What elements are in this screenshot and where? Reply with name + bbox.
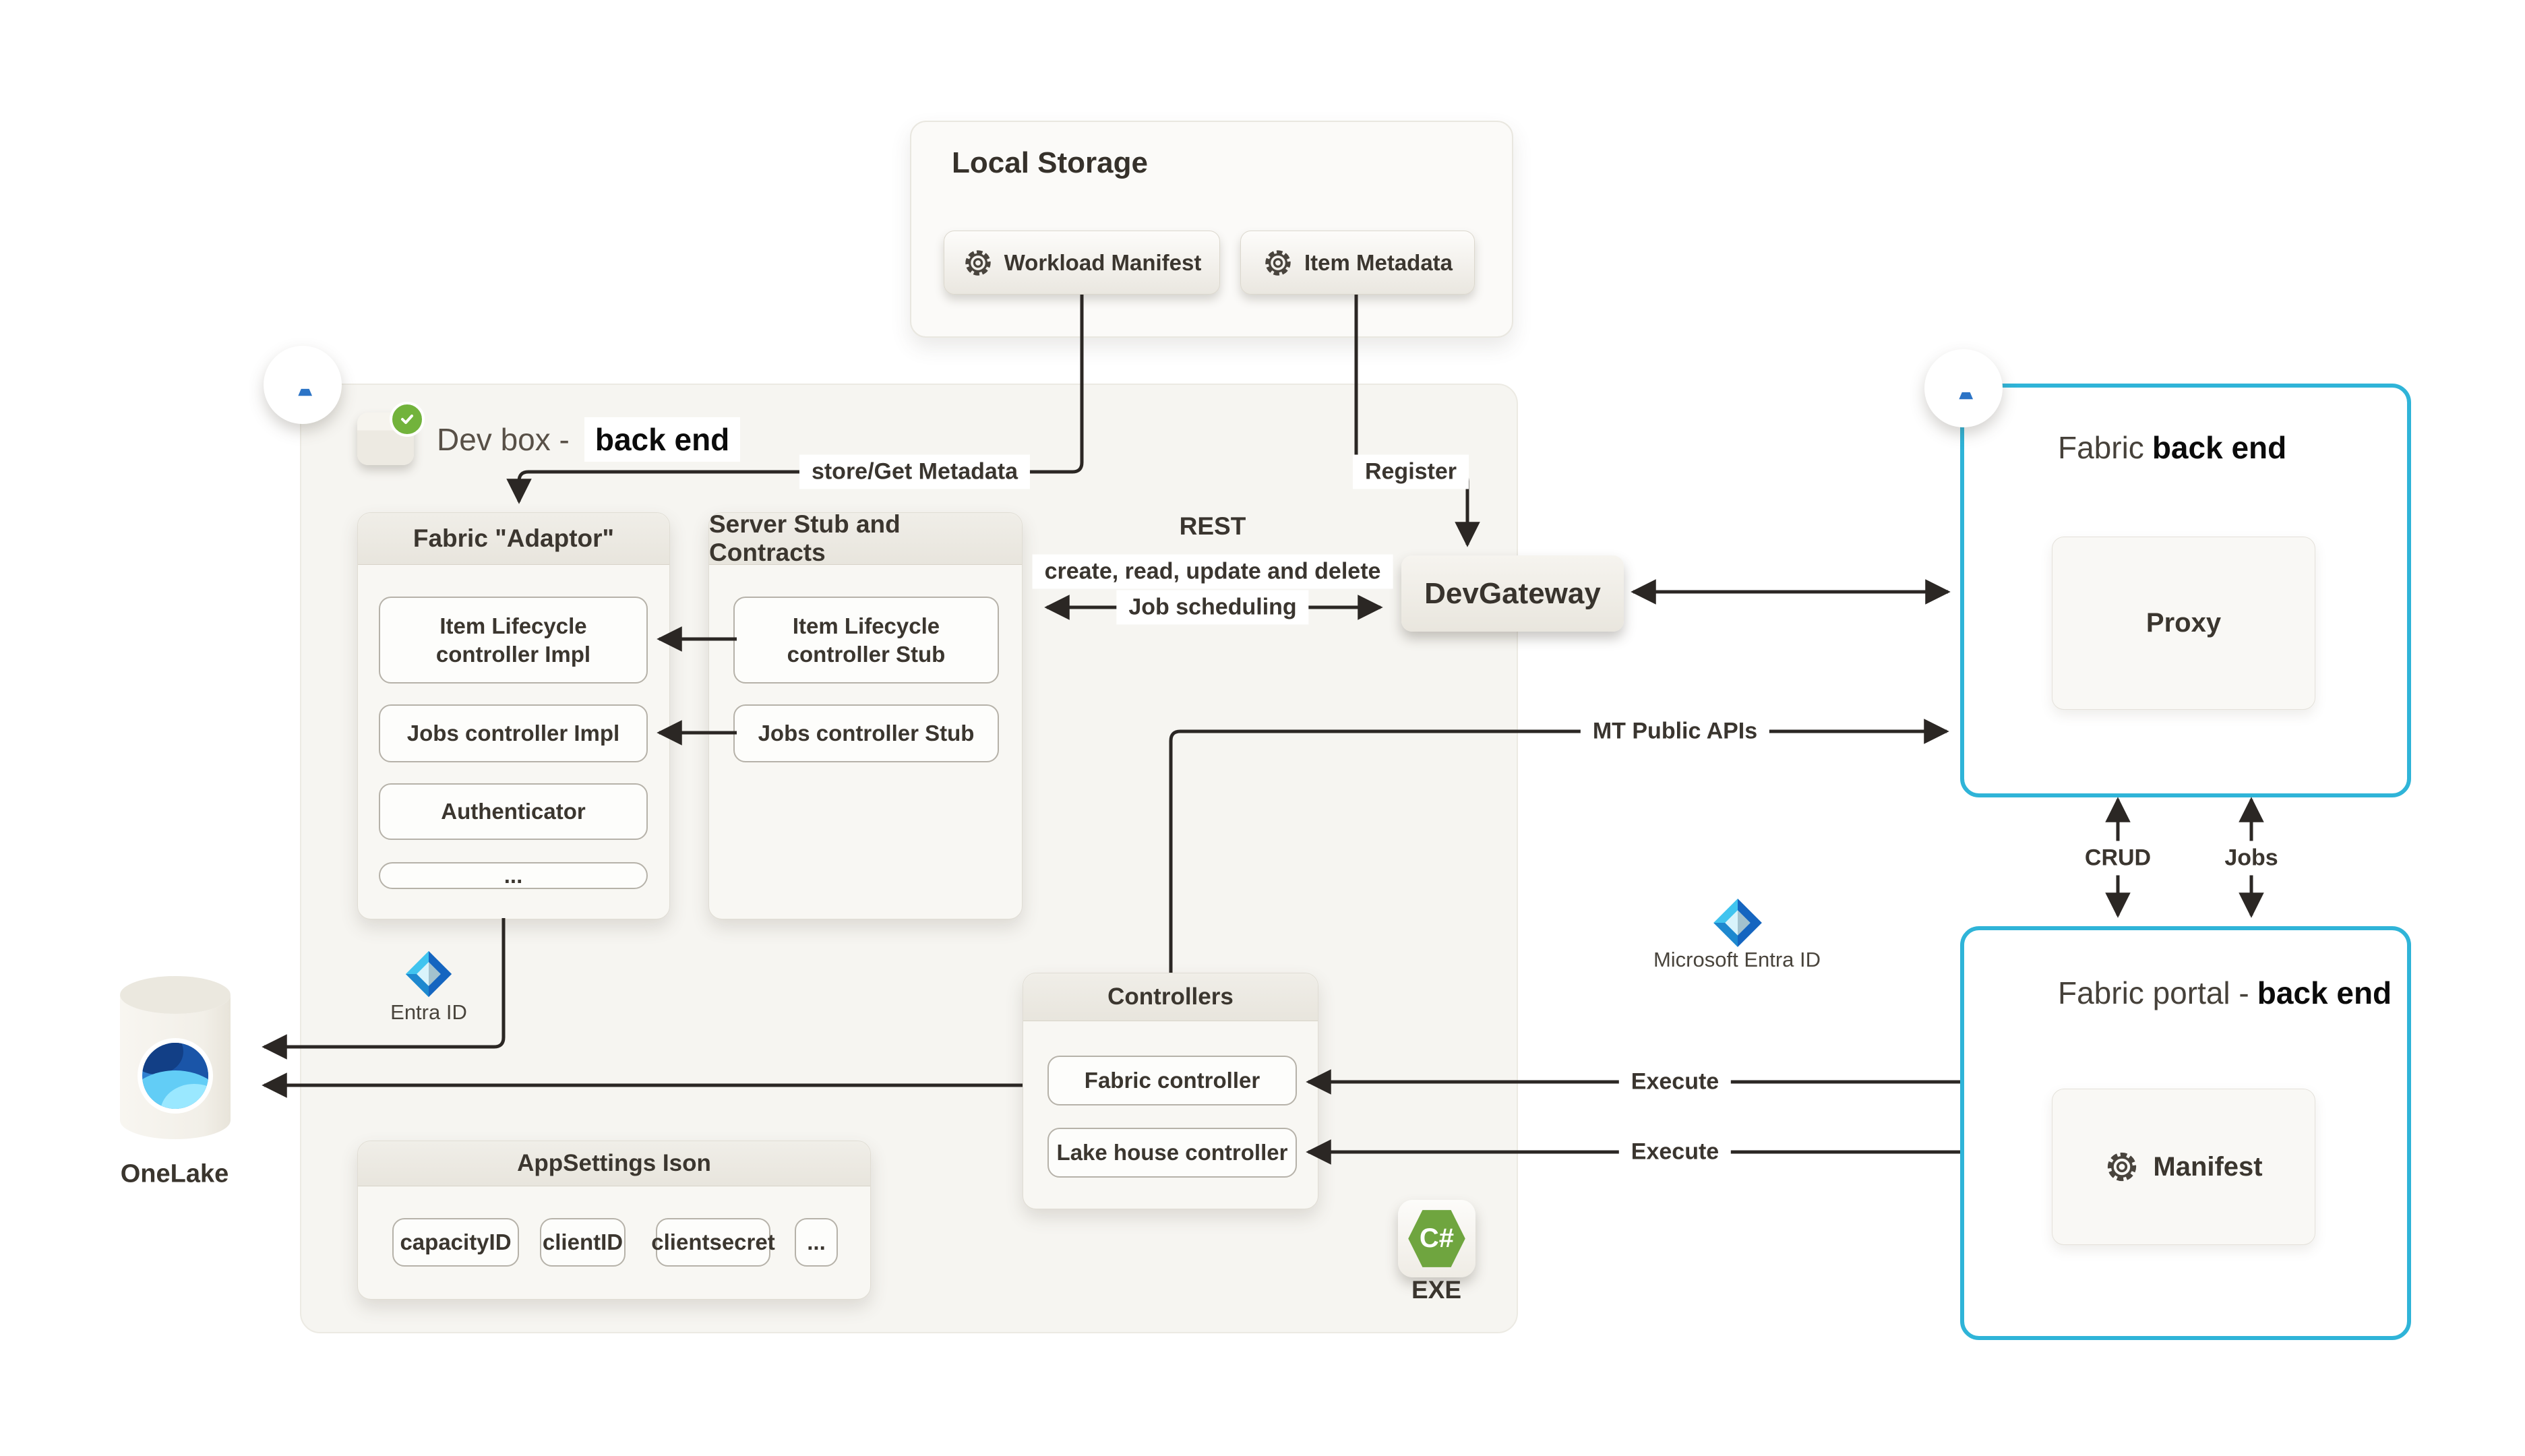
store-get-metadata-label: store/Get Metadata — [799, 454, 1031, 489]
azure-badge — [1924, 349, 2003, 427]
workload-manifest-label: Workload Manifest — [1004, 249, 1202, 275]
exe-label: EXE — [1411, 1276, 1462, 1304]
execute-upper-label: Execute — [1618, 1064, 1732, 1099]
fabric-back-end-title-bold: back end — [2152, 430, 2287, 465]
fabric-adaptor-panel: Fabric "Adaptor" Item Lifecycle controll… — [357, 512, 670, 919]
fabric-controller: Fabric controller — [1047, 1056, 1297, 1105]
fabric-back-end-title-prefix: Fabric — [2058, 430, 2144, 465]
clientsecret-item: clientsecret — [651, 1218, 775, 1267]
mt-public-apis-label: MT Public APIs — [1580, 714, 1770, 749]
proxy-label: Proxy — [2146, 608, 2222, 638]
jobs-controller-stub: Jobs controller Stub — [733, 704, 999, 762]
devgateway-node: DevGateway — [1401, 555, 1624, 632]
onelake-database-icon — [117, 973, 233, 1148]
entra-id-icon — [402, 948, 455, 1004]
appsettings-title: AppSettings Ison — [358, 1141, 870, 1186]
jobs-label: Jobs — [2212, 841, 2290, 876]
crud-label: CRUD — [2072, 841, 2164, 876]
gear-icon — [963, 247, 994, 278]
jobs-controller-impl: Jobs controller Impl — [379, 704, 648, 762]
appsettings-panel: AppSettings Ison capacityID clientID cli… — [357, 1141, 871, 1300]
fabric-adaptor-title: Fabric "Adaptor" — [358, 513, 669, 565]
dev-box-title-prefix: Dev box - — [437, 422, 570, 457]
fabric-portal-title-prefix: Fabric portal - — [2058, 975, 2249, 1010]
dev-box-app-icon — [357, 402, 425, 465]
appsettings-more: ... — [795, 1218, 838, 1267]
microsoft-entra-id-icon — [1710, 895, 1765, 954]
capacityid-item: capacityID — [392, 1218, 519, 1267]
local-storage-title: Local Storage — [952, 146, 1148, 179]
microsoft-entra-id-label: Microsoft Entra ID — [1653, 948, 1821, 971]
execute-lower-label: Execute — [1618, 1134, 1732, 1170]
crud-operations-label: create, read, update and delete — [1032, 554, 1393, 589]
azure-icon — [1939, 363, 1988, 413]
csharp-logo-text: C# — [1419, 1223, 1455, 1253]
fabric-icon — [2015, 431, 2043, 464]
workload-manifest-node: Workload Manifest — [944, 231, 1220, 295]
item-lifecycle-controller-stub: Item Lifecycle controller Stub — [733, 597, 999, 684]
manifest-label: Manifest — [2153, 1151, 2263, 1182]
dev-box-title: Dev box - back end — [437, 417, 741, 462]
server-stub-panel: Server Stub and Contracts Item Lifecycle… — [708, 510, 1023, 919]
fabric-back-end-container: Fabric back end Proxy — [1960, 384, 2411, 797]
azure-badge — [264, 346, 342, 424]
job-scheduling-label: Job scheduling — [1116, 590, 1309, 625]
item-lifecycle-controller-impl: Item Lifecycle controller Impl — [379, 597, 648, 684]
fabric-portal-title-bold: back end — [2257, 975, 2392, 1010]
manifest-node: Manifest — [2052, 1089, 2315, 1245]
adaptor-more: ... — [379, 862, 648, 889]
controllers-title: Controllers — [1023, 973, 1318, 1021]
dev-box-title-bold: back end — [584, 417, 741, 462]
entra-id-label: Entra ID — [390, 1000, 467, 1024]
fabric-portal-container: Fabric portal - back end Manifest — [1960, 926, 2411, 1340]
fabric-icon — [2015, 976, 2043, 1010]
item-metadata-label: Item Metadata — [1304, 249, 1453, 275]
controllers-panel: Controllers Fabric controller Lake house… — [1023, 973, 1318, 1209]
local-storage-container: Local Storage — [910, 121, 1513, 338]
csharp-exe-icon: C# — [1398, 1200, 1476, 1277]
register-label: Register — [1352, 454, 1469, 489]
item-metadata-node: Item Metadata — [1240, 231, 1475, 295]
rest-label: REST — [1179, 512, 1246, 540]
lake-house-controller: Lake house controller — [1047, 1128, 1297, 1178]
server-stub-title: Server Stub and Contracts — [709, 510, 1022, 566]
check-badge-icon — [390, 402, 425, 437]
clientid-item: clientID — [540, 1218, 626, 1267]
gear-icon — [2104, 1149, 2139, 1184]
proxy-node: Proxy — [2052, 537, 2315, 710]
gear-icon — [1262, 247, 1294, 278]
azure-icon — [278, 360, 328, 410]
devgateway-label: DevGateway — [1424, 576, 1601, 610]
authenticator: Authenticator — [379, 783, 648, 840]
onelake-label: OneLake — [120, 1159, 229, 1188]
